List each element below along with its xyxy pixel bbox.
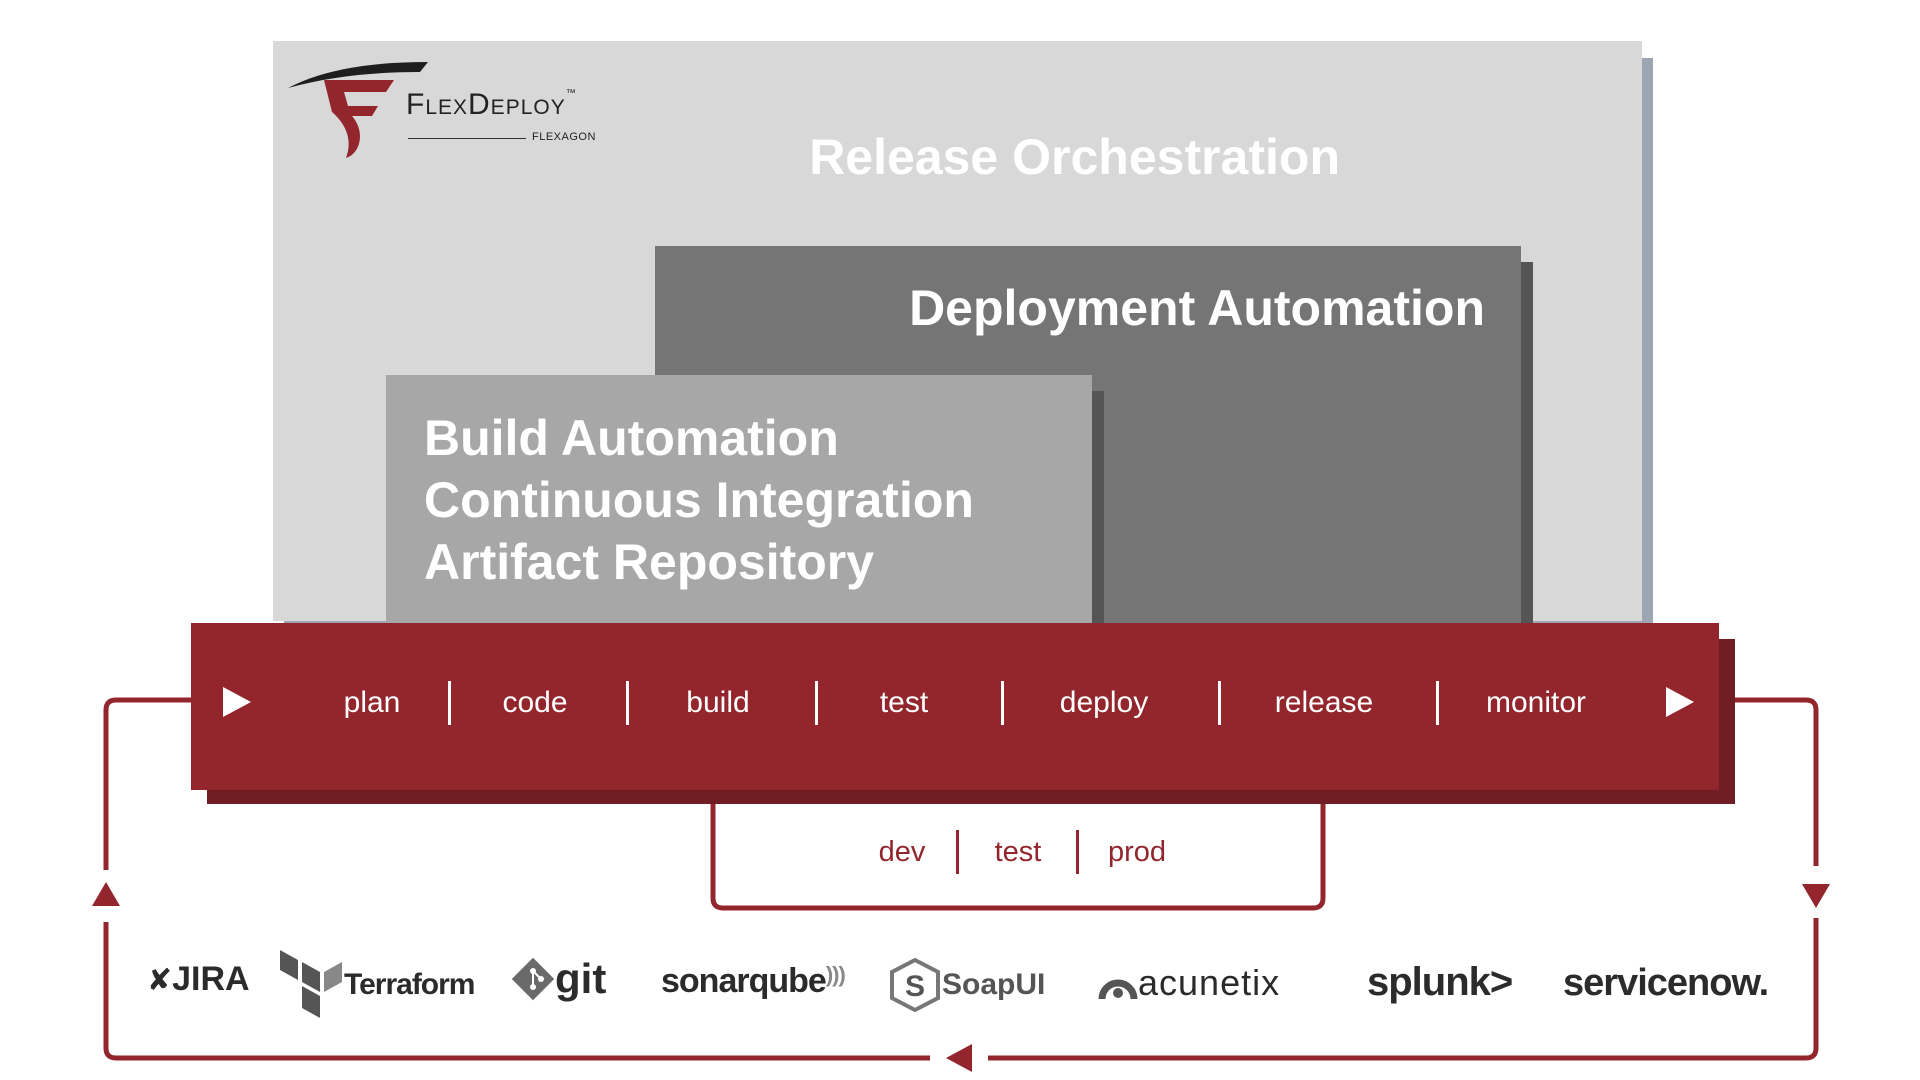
artifact-repository-label: Artifact Repository: [424, 534, 875, 590]
stage-test: test: [879, 686, 929, 719]
env-prod: prod: [1107, 836, 1167, 868]
jira-logo: ✘JIRA: [147, 960, 250, 998]
left-loop-line: [103, 697, 191, 870]
flexdeploy-logo: [286, 58, 626, 162]
jira-icon: ✘: [147, 964, 173, 997]
release-orchestration-title: Release Orchestration: [809, 129, 1340, 185]
stage-code: code: [502, 686, 568, 719]
bottom-left-loop-line: [103, 922, 930, 1061]
logo-company: FLEXAGON: [532, 131, 596, 143]
stage-separator: [448, 681, 451, 725]
left-arrow-icon: [946, 1044, 972, 1072]
svg-text:S: S: [905, 970, 925, 1003]
stage-separator: [1436, 681, 1439, 725]
continuous-integration-label: Continuous Integration: [424, 472, 974, 528]
terraform-logo: Terraform: [278, 950, 475, 1020]
stage-separator: [815, 681, 818, 725]
up-arrow-icon: [92, 882, 120, 906]
git-logo: git: [511, 955, 606, 1003]
pipeline-bar: [191, 623, 1719, 790]
logo-wordmark: FlexDeploy™: [406, 88, 577, 121]
env-separator: [956, 830, 959, 874]
stage-monitor: monitor: [1485, 686, 1587, 719]
right-loop-line: [1735, 697, 1819, 866]
env-separator: [1076, 830, 1079, 874]
sonarqube-logo: sonarqube))): [661, 962, 846, 1000]
play-end-icon: [1666, 687, 1694, 717]
stage-deploy: deploy: [1059, 686, 1149, 719]
soapui-icon: S: [890, 957, 940, 1013]
build-automation-panel: [386, 375, 1092, 625]
acunetix-icon: [1098, 979, 1138, 1000]
env-test: test: [994, 836, 1042, 868]
stage-build: build: [686, 686, 750, 719]
soapui-logo: S SoapUI: [888, 957, 1045, 1013]
stage-separator: [1001, 681, 1004, 725]
stage-separator: [626, 681, 629, 725]
stage-separator: [1218, 681, 1221, 725]
acunetix-logo: acunetix: [1098, 962, 1280, 1004]
env-dev: dev: [878, 836, 926, 868]
stage-release: release: [1274, 686, 1374, 719]
servicenow-logo: servicenow.: [1563, 962, 1769, 1004]
sonarqube-waves-icon: ))): [825, 962, 846, 987]
flexdeploy-logo-mark: [288, 62, 428, 158]
logo-rule: [408, 138, 526, 139]
deployment-automation-title: Deployment Automation: [909, 280, 1485, 336]
build-automation-label: Build Automation: [424, 410, 839, 466]
down-arrow-icon: [1802, 884, 1830, 908]
git-icon: [511, 957, 555, 1001]
splunk-logo: splunk>: [1367, 960, 1513, 1004]
bottom-right-loop-line: [988, 918, 1819, 1061]
play-start-icon: [223, 687, 251, 717]
terraform-icon: [280, 950, 342, 1018]
environments-bracket: [710, 804, 1326, 911]
stage-plan: plan: [343, 686, 401, 719]
